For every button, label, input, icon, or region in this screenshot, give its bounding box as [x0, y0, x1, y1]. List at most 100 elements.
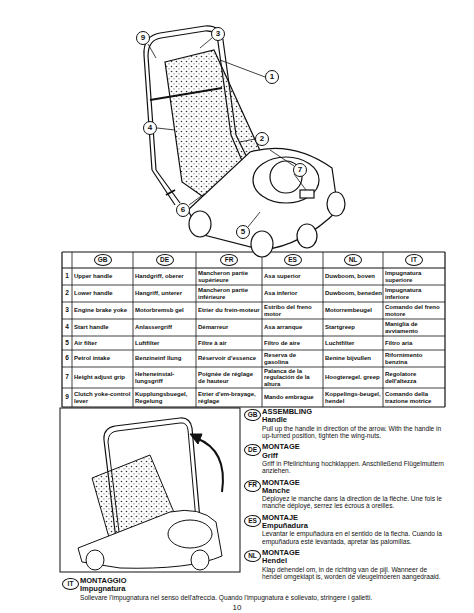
badge-text: FR — [248, 482, 257, 489]
table-cell: Engine brake yoke — [74, 302, 132, 319]
top-mower — [144, 26, 345, 257]
row-number: 1 — [62, 268, 72, 285]
table-cell: Startgreep — [325, 319, 382, 336]
table-cell: Start handle — [74, 319, 132, 336]
section-heading: MONTAGE — [262, 479, 448, 487]
leader-lines — [240, 139, 255, 142]
sub-heading: Handle — [262, 416, 448, 424]
language-badge: NL — [344, 254, 362, 266]
badge-text: NL — [248, 553, 257, 560]
leader-lines — [189, 194, 204, 205]
badge-text: 5 — [241, 228, 245, 236]
table-cell: Benzineinf llung — [135, 350, 195, 367]
table-cell: Poignée de réglage de hauteur — [198, 367, 261, 388]
page-number: 10 — [230, 603, 244, 612]
wheel — [251, 231, 273, 257]
row-number: 7 — [62, 367, 72, 388]
sub-heading: Empuñadura — [262, 522, 448, 530]
row-number: 4 — [62, 319, 72, 336]
upper-handle-inner — [148, 31, 231, 170]
leader-lines — [148, 44, 156, 58]
badge-text: 2 — [260, 135, 264, 143]
table-cell: Reserva de gasolina — [264, 350, 322, 367]
table-cell: Upper handle — [74, 268, 132, 285]
badge-text: IT — [411, 257, 417, 264]
table-rule — [262, 252, 263, 407]
language-badge: ES — [244, 515, 261, 527]
brake-yoke — [150, 88, 222, 100]
table-cell: Mando embrague — [264, 388, 322, 407]
table-cell: Mancheron partie supérieure — [198, 268, 261, 285]
table-cell: Asa inferior — [264, 285, 322, 302]
row-number: 6 — [62, 350, 72, 367]
arrowhead — [190, 434, 202, 444]
wheel — [297, 224, 317, 248]
badge-text: NL — [349, 257, 358, 264]
table-cell: Clutch yoke-control lever — [74, 388, 132, 407]
table-rule — [62, 406, 445, 407]
table-cell: Kupplungsbuegel, Regelung — [135, 388, 195, 407]
table-cell: Démarreur — [198, 319, 261, 336]
table-cell: Maniglia de avviamento — [385, 319, 444, 336]
figure-frame — [60, 408, 240, 572]
table-rule — [61, 252, 62, 407]
section-heading: ASSEMBLING — [262, 408, 448, 416]
badge-text: 1 — [270, 73, 274, 81]
callout-number: 5 — [236, 225, 250, 239]
instruction-block: MONTAJEEmpuñaduraLevantar le empuñadura … — [262, 514, 448, 545]
table-cell: Filtre à air — [198, 336, 261, 350]
instruction-text: Levantar le empuñadura en el sentido de … — [262, 530, 448, 545]
table-cell: Etrier d'em-brayage, réglage — [198, 388, 261, 407]
table-cell: Comando del freno motore — [385, 302, 444, 319]
callout-number: 2 — [255, 132, 269, 146]
table-cell: Luchtfilter — [325, 336, 382, 350]
arrow — [196, 438, 223, 492]
badge-text: 6 — [181, 206, 185, 214]
table-cell: Etrier du frein-moteur — [198, 302, 261, 319]
table-cell: Filtro aria — [385, 336, 444, 350]
callout-number: 3 — [211, 27, 225, 41]
assembly-figure — [60, 408, 240, 572]
table-rule — [323, 252, 324, 407]
table-cell: Réservoir d'essence — [198, 350, 261, 367]
language-badge: FR — [244, 480, 261, 492]
leader-lines — [200, 38, 212, 48]
table-cell: Impugnatura superiore — [385, 268, 444, 285]
table-rule — [62, 319, 445, 320]
row-number: 3 — [62, 302, 72, 319]
air-filter — [300, 190, 314, 198]
language-badge: GB — [244, 409, 261, 421]
height-grip — [166, 190, 175, 195]
table-rule — [62, 267, 445, 268]
table-cell: Rifornimento benzina — [385, 350, 444, 367]
sub-heading: Griff — [262, 452, 448, 460]
table-cell: Asa superior — [264, 268, 322, 285]
table-cell: Lower handle — [74, 285, 132, 302]
section-heading: MONTAGE — [262, 549, 448, 557]
badge-text: DE — [160, 257, 169, 264]
table-cell: Impugnatura inferiore — [385, 285, 444, 302]
wheel — [327, 192, 345, 216]
table-rule — [62, 285, 445, 286]
table-cell: Regolatore dell'altezza — [385, 367, 444, 388]
badge-text: 7 — [298, 166, 302, 174]
section-heading: MONTAJE — [262, 514, 448, 522]
badge-text: GB — [98, 257, 108, 264]
leader-lines — [148, 38, 306, 227]
table-cell: Heheneinstal-lungsgriff — [135, 367, 195, 388]
table-cell: Air filter — [74, 336, 132, 350]
callout-number: 4 — [143, 121, 157, 135]
table-rule — [72, 252, 73, 407]
badge-text: 9 — [141, 34, 145, 42]
sub-heading: Manche — [262, 487, 448, 495]
badge-text: 4 — [148, 124, 152, 132]
section-heading: MONTAGE — [262, 443, 448, 451]
table-cell: Asa arranque — [264, 319, 322, 336]
row-number: 5 — [62, 336, 72, 350]
callout-number: 1 — [265, 70, 279, 84]
leader-lines — [220, 60, 265, 77]
language-badge: IT — [62, 578, 79, 590]
table-cell: Filtro de aire — [264, 336, 322, 350]
language-badge: DE — [156, 254, 174, 266]
